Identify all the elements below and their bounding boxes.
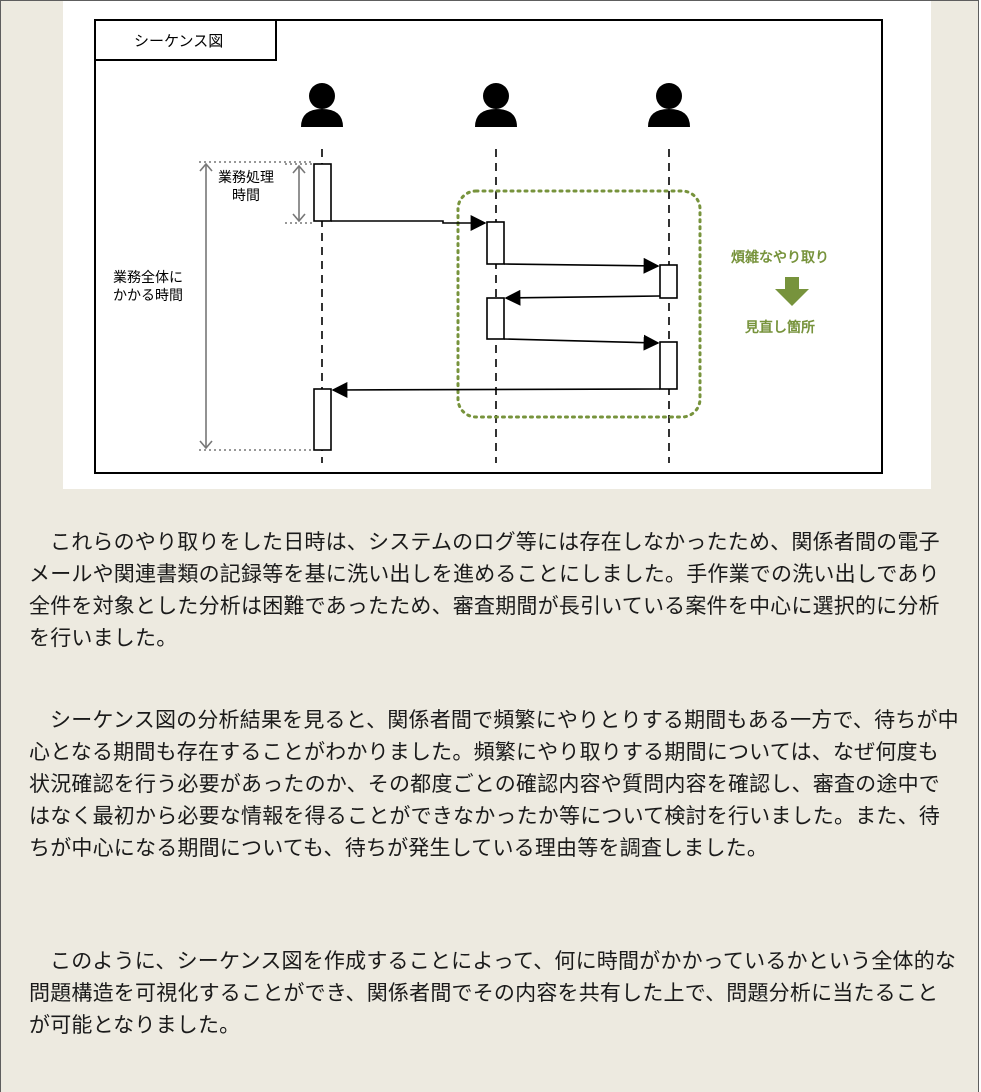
activation-box — [486, 297, 505, 340]
sequence-diagram-figure: シーケンス図 業務処理 時間 業務全体に かかる時間 煩雑なやり取り 見直し箇所 — [63, 1, 931, 489]
diagram-frame — [94, 19, 883, 474]
paragraph: このように、シーケンス図を作成することによって、何に時間がかかっているかという全… — [29, 945, 959, 1041]
actor-icon-1 — [301, 83, 343, 127]
paragraph: シーケンス図の分析結果を見ると、関係者間で頻繁にやりとりする期間もある一方で、待… — [29, 704, 959, 864]
frame-title: シーケンス図 — [134, 31, 224, 50]
message-arrow — [504, 289, 661, 306]
message-arrow — [503, 257, 660, 274]
sequence-diagram — [94, 19, 883, 474]
frequent-exchange-highlight — [456, 189, 702, 419]
review-down-arrow — [775, 277, 809, 306]
paragraph-1: これらのやり取りをした日時は、システムのログ等には存在しなかったため、関係者間の… — [29, 530, 940, 650]
activation-box — [486, 221, 505, 265]
processing-time-label: 業務処理 時間 — [218, 170, 274, 204]
paragraph-3: このように、シーケンス図を作成することによって、何に時間がかかっているかという全… — [29, 949, 957, 1037]
actor-icon-2 — [475, 83, 517, 127]
activation-box — [313, 388, 332, 451]
review-point-label: 見直し箇所 — [745, 320, 815, 336]
message-arrow — [331, 381, 661, 398]
actor-icon-3 — [648, 83, 690, 127]
paragraph-2: シーケンス図の分析結果を見ると、関係者間で頻繁にやりとりする期間もある一方で、待… — [29, 708, 959, 860]
activation-box — [659, 341, 678, 390]
frequent-exchange-label: 煩雑なやり取り — [731, 250, 829, 266]
activation-box — [659, 264, 678, 299]
activation-box — [313, 163, 332, 222]
message-arrow — [331, 215, 487, 231]
message-arrow — [503, 334, 660, 351]
total-time-label: 業務全体に かかる時間 — [113, 270, 183, 304]
frame-title-tab — [95, 20, 277, 61]
paragraph: これらのやり取りをした日時は、システムのログ等には存在しなかったため、関係者間の… — [29, 526, 959, 654]
